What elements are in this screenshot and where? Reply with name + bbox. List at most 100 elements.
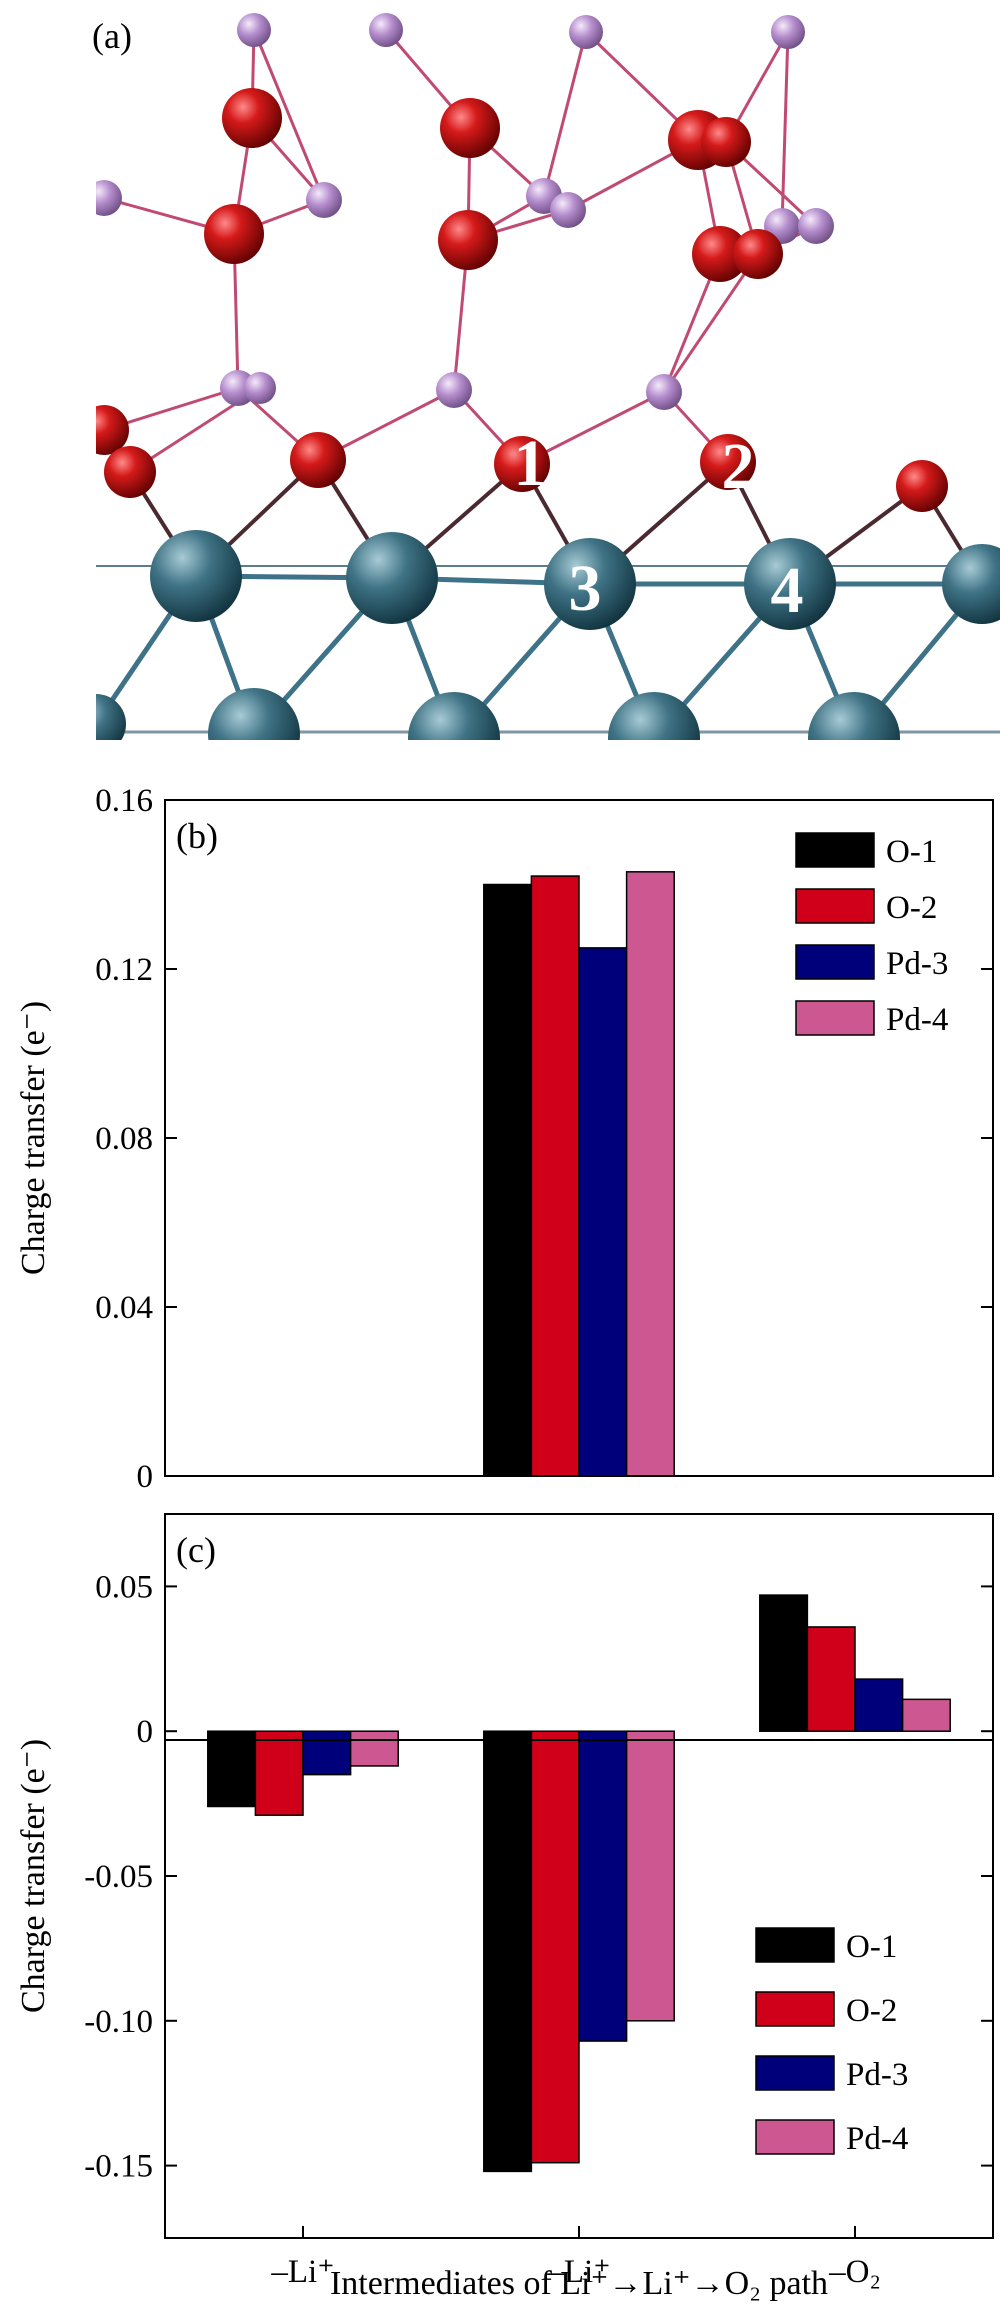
chart-c-legend: O-1O-2Pd-3Pd-4: [755, 1927, 908, 2157]
chart-b-bar-pd-3: [578, 947, 628, 1477]
chart-c-y-tick-label: -0.05: [84, 1859, 153, 1895]
palladium-atom: [346, 532, 438, 624]
chart-c-bar-pd-3: [302, 1730, 352, 1776]
chart-c-bar-o-1: [207, 1730, 257, 1808]
chart-b-legend-swatch: [795, 832, 875, 868]
lithium-atom: [96, 180, 122, 216]
chart-c-x-tick-label: –Li⁺: [546, 2254, 610, 2290]
site-label-2: 2: [722, 430, 755, 503]
structure-panel: (a) 1 2 3 4: [92, 13, 1000, 740]
palladium-atom: [96, 694, 126, 740]
oxygen-atom: [222, 88, 282, 148]
chart-c-bar-o-1: [759, 1594, 809, 1732]
oxygen-atom: [700, 434, 756, 490]
chart-c-x-tick-label: –O₂: [828, 2254, 881, 2290]
palladium-atom: [408, 692, 500, 740]
chart-c-x-axis-label: Intermediates of Li⁺→Li⁺→O₂ path: [330, 2265, 828, 2302]
chart-c-bars: [207, 1594, 951, 2173]
chart-c-bar-o-2: [530, 1730, 580, 2164]
chart-b-legend-swatch: [795, 944, 875, 980]
site-label-1: 1: [514, 427, 547, 500]
chart-b-bar-o-1: [483, 883, 533, 1477]
chart-c-legend-swatch: [755, 1991, 835, 2027]
palladium-atom: [608, 692, 700, 740]
chart-b-legend-label: O-1: [886, 834, 937, 870]
chart-b-legend-swatch: [795, 888, 875, 924]
oxygen-atom: [204, 204, 264, 264]
chart-c-legend-swatch: [755, 1927, 835, 1963]
lithium-atom: [569, 15, 603, 49]
lithium-atom: [369, 13, 403, 47]
chart-b-y-tick-label: 0: [137, 1459, 154, 1495]
oxygen-atom: [440, 98, 500, 158]
lithium-atom: [436, 372, 472, 408]
chart-c-legend-label: O-1: [846, 1929, 897, 1965]
oxygen-atom: [896, 460, 948, 512]
palladium-atom: [150, 530, 242, 622]
oxygen-atom: [494, 436, 550, 492]
oxygen-atom: [701, 117, 751, 167]
chart-b: 0 0.04 0.08 0.12 0.16 (b) Charge transfer (e…: [15, 783, 994, 1495]
chart-c-legend-label: Pd-3: [846, 2057, 908, 2093]
chart-b-panel-label: (b): [176, 816, 218, 856]
chart-b-legend-label: Pd-4: [886, 1002, 948, 1038]
chart-c-y-ticks: 0.05 0 -0.05 -0.10 -0.15: [84, 1569, 993, 2185]
site-label-4: 4: [771, 554, 804, 627]
chart-c-frame: [164, 1513, 994, 2239]
chart-b-bar-pd-4: [625, 871, 675, 1477]
chart-b-y-tick-label: 0.08: [95, 1121, 153, 1157]
chart-c-x-ticks: –Li⁺ –Li⁺ –O₂: [270, 2226, 881, 2290]
chart-b-bar-o-2: [530, 875, 580, 1477]
chart-c-bar-pd-4: [349, 1730, 399, 1767]
chart-b-y-tick-label: 0.16: [95, 783, 153, 819]
atom-layer: [96, 13, 1000, 740]
oxygen-atom: [692, 226, 748, 282]
chart-c-bar-pd-4: [901, 1698, 951, 1732]
chart-b-y-ticks: 0 0.04 0.08 0.12 0.16: [95, 783, 993, 1495]
oxygen-atom: [96, 405, 129, 455]
chart-c-bar-pd-3: [854, 1678, 904, 1732]
chart-c: 0.05 0 -0.05 -0.10 -0.15 –Li⁺ –Li⁺ –O₂ (c) Cha…: [15, 1513, 994, 2302]
lithium-atom: [798, 208, 834, 244]
lithium-atom: [237, 13, 271, 47]
chart-b-y-tick-label: 0.12: [95, 952, 153, 988]
chart-c-y-tick-label: -0.10: [84, 2004, 153, 2040]
chart-c-panel-label: (c): [176, 1530, 216, 1570]
chart-b-legend: O-1O-2Pd-3Pd-4: [795, 832, 948, 1038]
chart-c-y-tick-label: 0.05: [95, 1569, 153, 1605]
chart-b-y-tick-label: 0.04: [95, 1290, 153, 1326]
chart-c-bar-o-1: [483, 1730, 533, 2173]
chart-c-bar-pd-3: [578, 1730, 628, 2042]
chart-b-legend-swatch: [795, 1000, 875, 1036]
lithium-atom: [244, 372, 276, 404]
chart-b-legend-label: O-2: [886, 890, 937, 926]
lithium-atom: [771, 15, 805, 49]
chart-c-legend-swatch: [755, 2119, 835, 2155]
chart-b-legend-label: Pd-3: [886, 946, 948, 982]
oxygen-atom: [290, 432, 346, 488]
oxygen-atom: [733, 229, 783, 279]
chart-c-legend-label: O-2: [846, 1993, 897, 2029]
chart-b-frame: [164, 799, 994, 1477]
site-label-3: 3: [569, 552, 602, 625]
palladium-atom: [208, 688, 300, 740]
chart-c-bar-pd-4: [625, 1730, 675, 2022]
chart-b-y-axis-label: Charge transfer (e⁻): [15, 1001, 52, 1275]
oxygen-atom: [438, 210, 498, 270]
chart-c-x-tick-label: –Li⁺: [270, 2254, 334, 2290]
lithium-atom: [550, 192, 586, 228]
chart-c-legend-label: Pd-4: [846, 2121, 908, 2157]
chart-c-y-tick-label: -0.15: [84, 2149, 153, 2185]
palladium-atom: [744, 538, 836, 630]
palladium-atom: [808, 692, 900, 740]
chart-c-bar-o-2: [254, 1730, 304, 1816]
palladium-atom: [544, 538, 636, 630]
palladium-atom: [942, 544, 1000, 624]
lithium-atom: [306, 182, 342, 218]
chart-c-y-axis-label: Charge transfer (e⁻): [15, 1739, 52, 2013]
oxygen-atom: [104, 446, 156, 498]
panel-a-label: (a): [92, 16, 132, 56]
chart-c-y-tick-label: 0: [137, 1714, 154, 1750]
lithium-atom: [646, 374, 682, 410]
chart-b-bars: [483, 871, 675, 1477]
